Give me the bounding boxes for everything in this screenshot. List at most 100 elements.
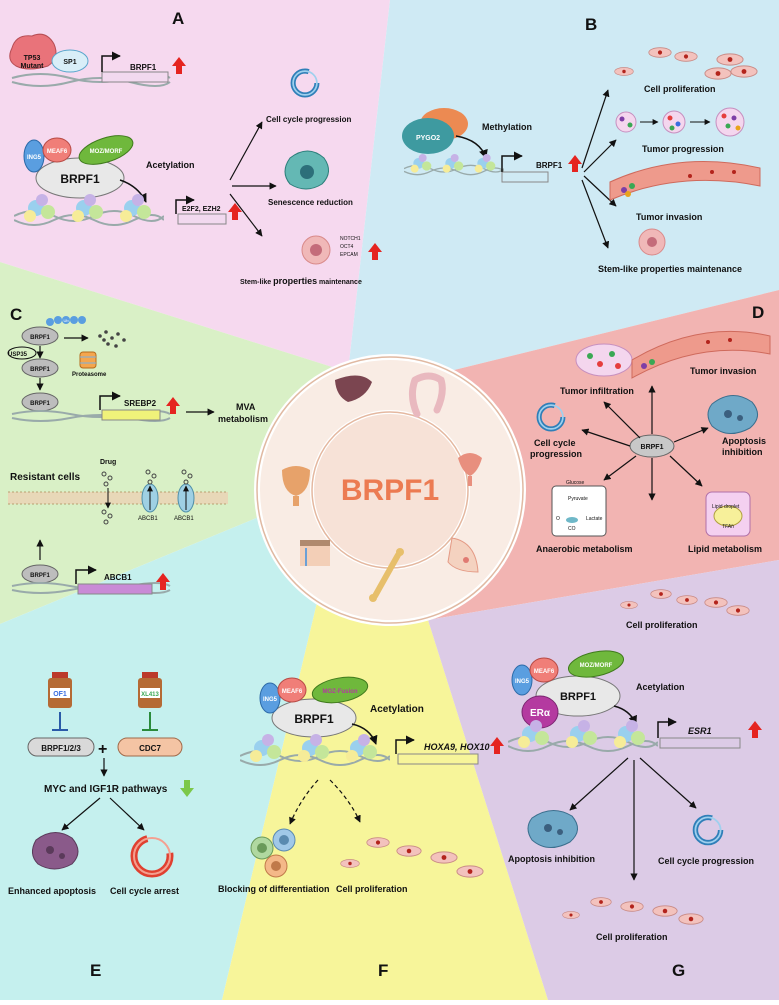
acetyl-complex-f: BRPF1 ING5 MEAF6 MOZ-Fusion bbox=[259, 676, 369, 738]
panel-e: OF1 XL413 BRPF1/2/3 + CDC7 MYC and IGF1R… bbox=[8, 672, 194, 980]
esr1-gene-label: ESR1 bbox=[688, 726, 712, 736]
svg-text:BRPF1: BRPF1 bbox=[30, 573, 50, 579]
svg-text:ABCB1: ABCB1 bbox=[174, 516, 194, 522]
srebp2-label: SREBP2 bbox=[124, 399, 157, 408]
target-cdc7: CDC7 bbox=[117, 737, 183, 757]
skin-icon bbox=[300, 540, 330, 566]
svg-text:OCT4: OCT4 bbox=[340, 244, 354, 250]
center-organs-circle: BRPF1 bbox=[254, 354, 526, 626]
svg-text:XL413: XL413 bbox=[141, 692, 159, 698]
breast-icon bbox=[447, 537, 479, 573]
up-arrow-icon bbox=[228, 203, 242, 220]
up-arrow-icon bbox=[172, 57, 186, 74]
plus-sign: + bbox=[98, 741, 107, 758]
svg-text:MOZ-Fusion: MOZ-Fusion bbox=[323, 689, 358, 695]
svg-text:MEAF6: MEAF6 bbox=[282, 689, 303, 695]
outcome-cell-cycle-arrest: Cell cycle arrest bbox=[110, 886, 179, 896]
stem-cell-icon bbox=[301, 235, 331, 265]
outcome-tumor-progression-b: Tumor progression bbox=[642, 144, 724, 154]
proteasome-label: Proteasome bbox=[72, 372, 107, 378]
svg-text:BRPF1: BRPF1 bbox=[30, 335, 50, 341]
panel-g-letter: G bbox=[672, 961, 685, 980]
svg-text:MEAF6: MEAF6 bbox=[534, 669, 555, 675]
panel-e-letter: E bbox=[90, 961, 101, 980]
brpf1-promoter-c: BRPF1 bbox=[21, 392, 59, 412]
brpf1-stabilized: BRPF1 bbox=[21, 358, 59, 378]
outcome-anaerobic: Anaerobic metabolism bbox=[536, 544, 633, 554]
svg-text:BRPF1: BRPF1 bbox=[560, 691, 596, 703]
panel-b-bg bbox=[348, 0, 779, 372]
panel-g: BRPF1 ING5 MEAF6 MOZ/MORF ERα Acetylatio… bbox=[508, 650, 762, 980]
svg-text:BRPF1: BRPF1 bbox=[30, 367, 50, 373]
svg-text:Pyruvate: Pyruvate bbox=[568, 496, 588, 502]
brpf1-gene-b: BRPF1 bbox=[536, 161, 563, 170]
outcome-apoptosis-g: Apoptosis inhibition bbox=[508, 854, 595, 864]
outcome-invasion-d: Tumor invasion bbox=[690, 366, 756, 376]
outcome-stem-like-a: Stem-like properties maintenance bbox=[240, 276, 362, 286]
svg-text:MOZ/MORF: MOZ/MORF bbox=[580, 663, 613, 669]
brpf1-ubiquitinated: BRPF1 Ub bbox=[21, 316, 86, 346]
blood-vessel-icon bbox=[609, 161, 761, 201]
apoptotic-cell-icon bbox=[527, 810, 578, 848]
panel-c: C BRPF1 Ub Proteasome USP35 BRPF1 BR bbox=[7, 305, 268, 595]
svg-text:Lipid droplet: Lipid droplet bbox=[712, 504, 740, 510]
outcome-proliferation-g: Cell proliferation bbox=[596, 932, 668, 942]
up-arrow-icon bbox=[368, 243, 382, 260]
down-arrow-icon bbox=[180, 780, 194, 797]
abcb1-gene-label: ABCB1 bbox=[104, 573, 132, 582]
up-arrow-icon bbox=[748, 721, 762, 738]
svg-text:BRPF1: BRPF1 bbox=[641, 444, 664, 451]
drug-vial-of1: OF1 bbox=[48, 672, 72, 708]
pathways-label: MYC and IGF1R pathways bbox=[44, 784, 168, 795]
panel-d-letter: D bbox=[752, 303, 764, 322]
drug-vial-xl413: XL413 bbox=[138, 672, 162, 708]
svg-text:ING5: ING5 bbox=[515, 679, 530, 685]
center-title: BRPF1 bbox=[341, 474, 439, 507]
svg-text:EPCAM: EPCAM bbox=[340, 252, 358, 258]
panel-a-letter: A bbox=[172, 9, 184, 28]
svg-text:TP53: TP53 bbox=[24, 55, 41, 62]
process-acetylation-g: Acetylation bbox=[636, 682, 685, 692]
promoter-arrow bbox=[101, 51, 121, 72]
usp35-label: USP35 bbox=[8, 352, 28, 358]
ubiquitin-chain: Ub bbox=[46, 316, 86, 326]
svg-text:ERα: ERα bbox=[530, 708, 551, 719]
pygo2-protein: PYGO2 bbox=[402, 108, 468, 154]
hox-genes-label: HOXA9, HOX10 bbox=[424, 742, 490, 752]
cell-cycle-arrest-icon bbox=[130, 834, 174, 878]
panel-b-letter: B bbox=[585, 15, 597, 34]
up-arrow-icon bbox=[568, 155, 582, 172]
svg-text:PYGO2: PYGO2 bbox=[416, 135, 440, 142]
panel-b: B PYGO2 Methylation BRPF1 Cell prolifera… bbox=[402, 15, 761, 274]
up-arrow-icon bbox=[156, 573, 170, 590]
svg-text:Lactate: Lactate bbox=[586, 516, 603, 522]
liver-icon bbox=[335, 375, 372, 402]
svg-text:Glucose: Glucose bbox=[566, 480, 585, 486]
svg-text:O: O bbox=[556, 516, 560, 522]
svg-text:MEAF6: MEAF6 bbox=[47, 149, 68, 155]
bone-icon bbox=[369, 548, 404, 602]
outcome-stem-like-b: Stem-like properties maintenance bbox=[598, 264, 742, 274]
outcome-cellcycle-g: Cell cycle progression bbox=[658, 856, 754, 866]
tumor-infiltration-icon bbox=[575, 343, 633, 377]
svg-text:BRPF1/2/3: BRPF1/2/3 bbox=[41, 744, 81, 753]
outcome-tumor-invasion-b: Tumor invasion bbox=[636, 212, 702, 222]
cell-membrane bbox=[8, 491, 228, 505]
svg-text:Mutant: Mutant bbox=[21, 63, 45, 70]
brpf1-hub-d: BRPF1 bbox=[629, 434, 675, 458]
outcome-blocking-differentiation: Blocking of differentiation bbox=[218, 884, 330, 894]
outcome-enhanced-apoptosis: Enhanced apoptosis bbox=[8, 886, 96, 896]
prostate-icon bbox=[282, 466, 310, 506]
svg-text:NOTCH1: NOTCH1 bbox=[340, 236, 361, 242]
senescent-cell-icon bbox=[284, 150, 329, 190]
svg-text:ING5: ING5 bbox=[27, 155, 42, 161]
colon-icon bbox=[408, 372, 446, 418]
outcome-lipid: Lipid metabolism bbox=[688, 544, 762, 554]
svg-text:ABCB1: ABCB1 bbox=[138, 516, 158, 522]
panel-f: BRPF1 ING5 MEAF6 MOZ-Fusion Acetylation … bbox=[218, 676, 504, 980]
svg-text:BRPF1: BRPF1 bbox=[294, 712, 334, 726]
proteasome-icon bbox=[79, 351, 97, 369]
